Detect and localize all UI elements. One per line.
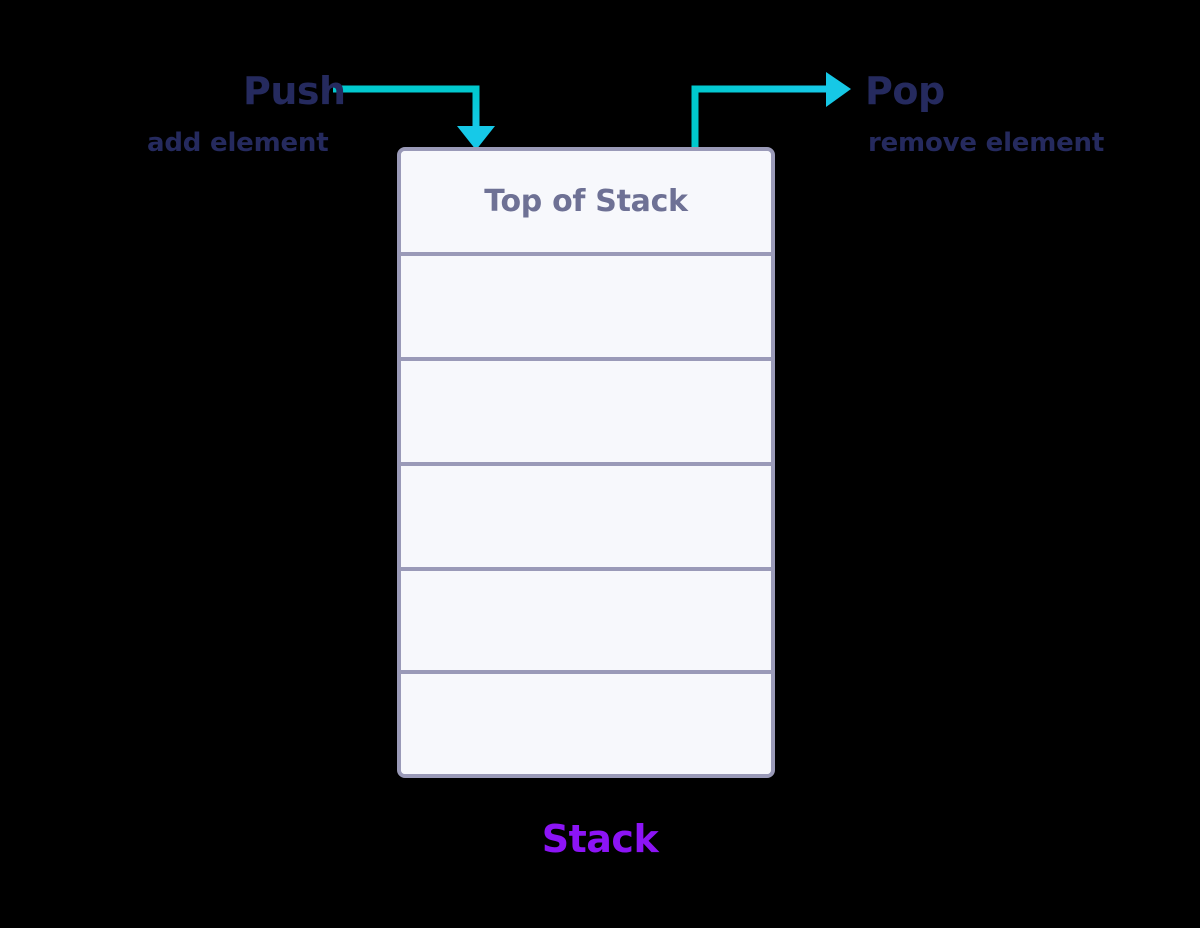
stack-cell-3	[401, 466, 771, 571]
stack-cell-4	[401, 571, 771, 674]
pop-label: Pop	[865, 69, 945, 113]
stack-container: Top of Stack	[397, 147, 775, 778]
push-description: add element	[147, 128, 329, 158]
stack-cell-1	[401, 256, 771, 361]
stack-caption: Stack	[541, 817, 659, 861]
stack-cell-0: Top of Stack	[401, 151, 771, 256]
pop-description: remove element	[868, 128, 1105, 158]
top-of-stack-label: Top of Stack	[484, 184, 688, 219]
push-label: Push	[243, 69, 346, 113]
push-arrow	[333, 85, 495, 150]
stack-cell-2	[401, 361, 771, 466]
pop-arrow	[691, 72, 851, 148]
stack-cell-5	[401, 674, 771, 774]
